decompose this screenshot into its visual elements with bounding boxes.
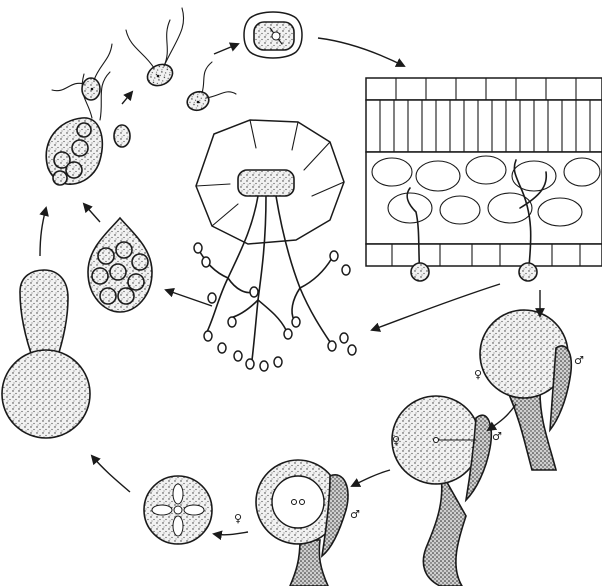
arrow-sporangium-to-release — [84, 204, 100, 222]
arrow-sporangiophore-to-sporangium — [166, 290, 212, 306]
oospore — [144, 476, 212, 544]
sporangiophores-from-stomata — [194, 120, 356, 371]
female-gametangium — [480, 310, 571, 470]
arrow-release-to-zoospores — [122, 92, 132, 104]
arrow-female-to-male — [488, 404, 516, 430]
fertilization — [256, 460, 348, 586]
male-symbol-2: ♂ — [492, 430, 502, 443]
female-symbol-3: ♀ — [234, 512, 242, 525]
arrow-host-to-leaf — [318, 38, 404, 66]
germinating-oospore — [2, 270, 90, 438]
arrow-oospore-to-germinate — [92, 456, 130, 492]
arrow-germinate-to-up — [40, 208, 46, 256]
free-zoospores — [52, 8, 236, 113]
female-symbol-2: ♀ — [392, 434, 400, 447]
female-symbol-1: ♀ — [474, 368, 482, 381]
arrow-male-to-fertilize — [352, 470, 390, 486]
arrow-fertilize-to-oospore — [214, 532, 248, 535]
encysted-zoospore-in-host-cell — [244, 12, 302, 58]
male-symbol-1: ♂ — [574, 354, 584, 367]
arrow-leaf-to-sporangiophore — [372, 284, 500, 330]
infected-host-leaf-section — [366, 78, 602, 281]
zoosporangium — [88, 218, 152, 312]
male-symbol-3: ♂ — [350, 508, 360, 521]
male-gametangium — [392, 396, 491, 586]
arrow-spore-to-host — [214, 44, 238, 54]
